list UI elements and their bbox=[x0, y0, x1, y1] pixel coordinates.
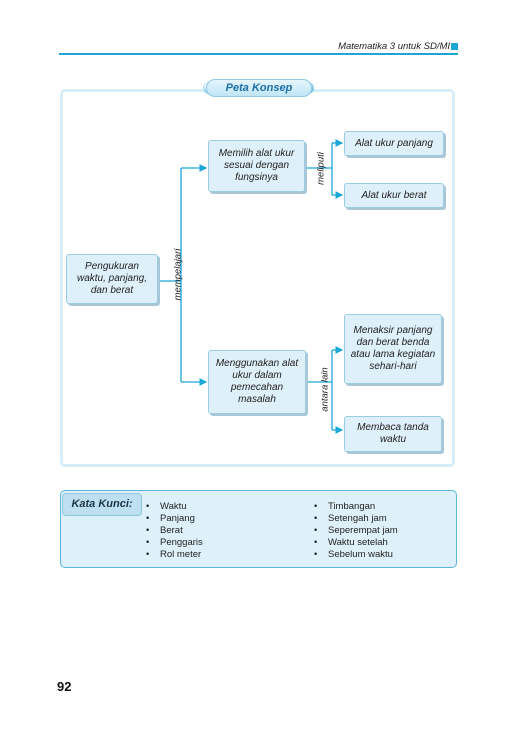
keywords-box bbox=[60, 490, 457, 568]
concept-map-title: Peta Konsep bbox=[206, 79, 312, 97]
root-node: Pengukuran waktu, panjang, dan berat bbox=[66, 254, 158, 304]
keyword-item: •Setengah jam bbox=[314, 513, 387, 524]
keywords-column-2: •Timbangan •Setengah jam •Seperempat jam… bbox=[314, 501, 398, 561]
keyword-item: •Panjang bbox=[146, 513, 195, 524]
keyword-item: •Penggaris bbox=[146, 537, 203, 548]
keyword-item: •Seperempat jam bbox=[314, 525, 398, 536]
keyword-item: •Berat bbox=[146, 525, 183, 536]
branch-bottom-node: Menggunakan alat ukur dalam pemecahan ma… bbox=[208, 350, 306, 414]
branch-top-node: Memilih alat ukur sesuai dengan fungsiny… bbox=[208, 140, 305, 192]
leaf-top-1-node: Alat ukur panjang bbox=[344, 131, 444, 156]
leaf-bottom-1-node: Menaksir panjang dan berat benda atau la… bbox=[344, 314, 442, 384]
leaf-top-2-node: Alat ukur berat bbox=[344, 183, 444, 208]
header-marker bbox=[451, 43, 458, 50]
branch-bottom-link-label: antara lain bbox=[319, 367, 331, 412]
page-number: 92 bbox=[57, 679, 72, 694]
keyword-item: •Waktu bbox=[146, 501, 187, 512]
branch-top-link-label: meliputi bbox=[315, 152, 327, 185]
running-header: Matematika 3 untuk SD/MI bbox=[338, 41, 450, 52]
header-rule bbox=[59, 53, 458, 55]
keyword-item: •Rol meter bbox=[146, 549, 202, 560]
keyword-item: •Sebelum waktu bbox=[314, 549, 393, 560]
leaf-bottom-2-node: Membaca tanda waktu bbox=[344, 416, 442, 452]
keyword-item: •Timbangan bbox=[314, 501, 376, 512]
keywords-label: Kata Kunci: bbox=[62, 493, 142, 516]
root-link-label: mempelajari bbox=[172, 248, 184, 301]
keywords-column-1: •Waktu •Panjang •Berat •Penggaris •Rol m… bbox=[146, 501, 203, 561]
keyword-item: •Waktu setelah bbox=[314, 537, 388, 548]
